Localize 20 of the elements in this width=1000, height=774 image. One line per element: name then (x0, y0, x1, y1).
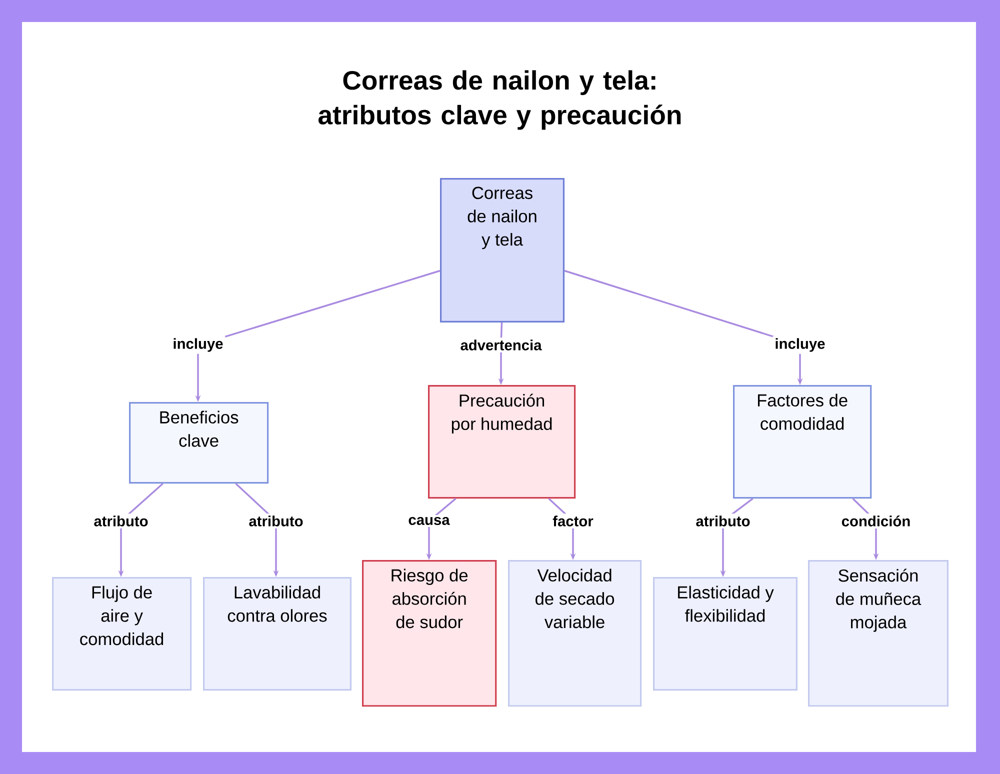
edge-label: incluye (170, 336, 226, 354)
title: Correas de nailon y tela: atributos clave y precaución (318, 70, 681, 130)
edge-label: factor (550, 514, 596, 528)
edge-label: atributo (92, 514, 150, 528)
process-box: Lavabilidad contra olores (203, 577, 352, 691)
edge-label: causa (406, 514, 452, 528)
edge-label: condición (839, 514, 913, 528)
edge-label: atributo (694, 514, 752, 528)
edge-label: atributo (246, 514, 306, 528)
edge-label: advertencia (458, 338, 544, 352)
process-box: Sensación de muñeca mojada (808, 560, 949, 707)
edge-label: incluye (772, 336, 828, 354)
process-box: Elasticidad y flexibilidad (653, 577, 798, 691)
process-box: Flujo de aire y comodidad (52, 577, 192, 691)
process-box: Precaución por humedad (428, 385, 576, 499)
process-box: Factores de comodidad (733, 385, 872, 499)
process-box: Correas de nailon y tela (440, 178, 565, 323)
process-box: Riesgo de absorción de sudor (362, 560, 497, 707)
process-box: Velocidad de secado variable (508, 560, 642, 707)
process-box: Beneficios clave (129, 402, 269, 484)
